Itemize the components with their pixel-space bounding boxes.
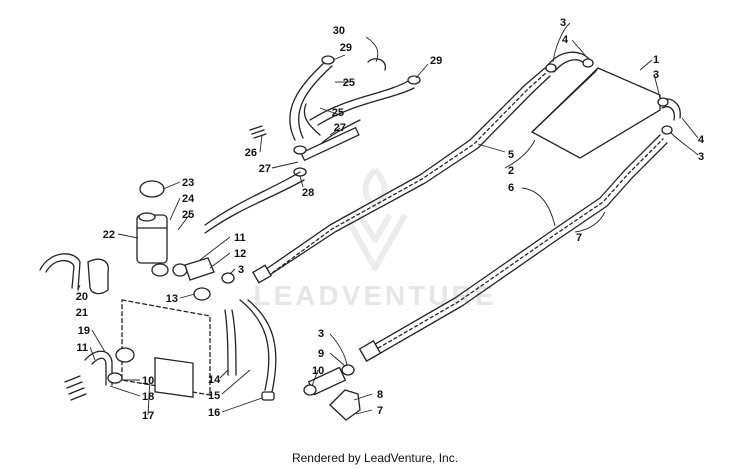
callout-22: 22 (103, 229, 115, 241)
callout-25: 25 (182, 209, 194, 221)
lower-left-fittings (64, 347, 135, 401)
footer-credit: Rendered by LeadVenture, Inc. (291, 451, 459, 465)
callout-17: 17 (142, 410, 154, 422)
callout-3: 3 (238, 264, 244, 276)
top-right-elbows (545, 51, 681, 135)
callout-20: 20 (76, 291, 88, 303)
callout-4: 4 (562, 34, 569, 46)
callout-3: 3 (698, 151, 704, 163)
callout-10: 10 (312, 365, 324, 377)
callout-3: 3 (560, 17, 566, 29)
callout-21: 21 (76, 307, 88, 319)
callout-28: 28 (302, 187, 314, 199)
callout-10: 10 (142, 375, 154, 387)
callout-8: 8 (377, 389, 383, 401)
callout-27: 27 (334, 122, 346, 134)
callout-26: 26 (245, 147, 257, 159)
lower-heat-exchanger (358, 134, 668, 362)
exchanger-end-cap (252, 264, 272, 284)
callout-7: 7 (377, 405, 383, 417)
bottle-strap (39, 253, 109, 295)
callout-18: 18 (142, 391, 154, 403)
callout-9: 9 (318, 348, 324, 360)
callout-2: 2 (508, 165, 514, 177)
callout-27: 27 (259, 163, 271, 175)
callout-14: 14 (208, 374, 221, 386)
callout-1: 1 (653, 54, 659, 66)
callout-11: 11 (234, 232, 246, 244)
callout-25: 25 (343, 77, 355, 89)
middle-fittings (151, 257, 235, 301)
watermark: LEADVENTURE (253, 167, 496, 311)
callout-24: 24 (182, 193, 195, 205)
callout-4: 4 (698, 134, 705, 146)
callout-3: 3 (318, 328, 324, 340)
callout-16: 16 (208, 407, 220, 419)
leader-lines (77, 22, 699, 416)
callout-11: 11 (76, 342, 88, 354)
cover-plate (530, 67, 661, 159)
callout-29: 29 (430, 55, 442, 67)
callout-19: 19 (78, 325, 90, 337)
callout-6: 6 (508, 182, 514, 194)
callout-29: 29 (340, 42, 352, 54)
callout-5: 5 (508, 149, 514, 161)
coolant-hoses-top (204, 55, 421, 234)
bottom-fittings (303, 364, 361, 421)
exchanger-end-cap (358, 340, 382, 362)
callout-25: 25 (332, 107, 344, 119)
callout-15: 15 (208, 390, 220, 402)
callouts: 30 29 29 25 25 27 26 27 28 23 24 25 22 1… (76, 17, 705, 422)
callout-13: 13 (166, 293, 178, 305)
callout-12: 12 (234, 248, 246, 260)
upper-heat-exchanger (252, 67, 551, 284)
lower-panel (121, 299, 211, 398)
callout-7: 7 (576, 232, 582, 244)
lower-hoses (224, 299, 277, 401)
callout-30: 30 (333, 25, 345, 37)
watermark-text: LEADVENTURE (253, 280, 496, 311)
coolant-bottle (136, 180, 168, 264)
callout-23: 23 (182, 177, 194, 189)
watermark-logo-icon (342, 167, 408, 271)
callout-3: 3 (653, 69, 659, 81)
